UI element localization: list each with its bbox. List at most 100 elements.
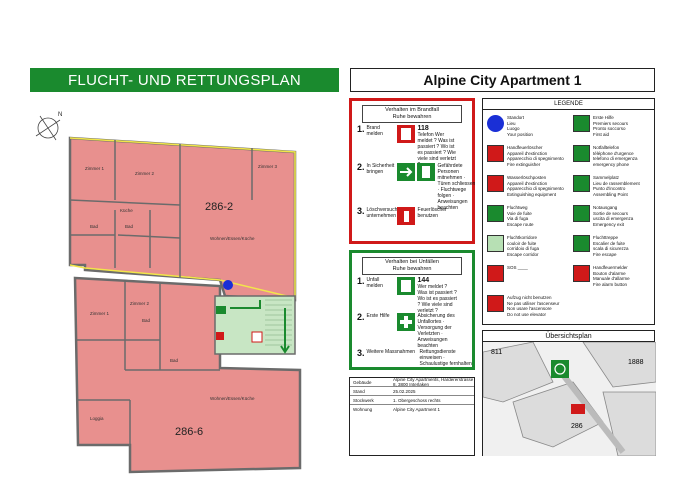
step-details: Rettungsdienste einweisen · Schaulustige… (419, 349, 472, 367)
extinguisher-icon (396, 207, 415, 225)
unit-label-286-2: 286-2 (205, 201, 233, 213)
info-value: 25.02.2025 (393, 388, 416, 394)
legend-item-label: Fluchtkorridore couloir de fuite corrido… (507, 235, 540, 257)
room-label: Zimmer 1 (90, 311, 109, 316)
escape-corridor-icon (487, 235, 504, 252)
room-label: Wohnen/Essen/Küche (210, 236, 255, 241)
legend-item-label: Wasserlöschposten Appareil d'extinction … (507, 175, 564, 197)
first-aid-icon (396, 313, 415, 331)
hose-reel-icon (487, 175, 504, 192)
compass-north-label: N (58, 112, 62, 118)
info-key: Stockwerk (353, 397, 374, 403)
step-text: Brand melden (366, 125, 383, 137)
legend-item: Handfeuerlöscher Appareil d'extinction A… (487, 145, 571, 167)
fire-step-2: 2. In Sicherheit bringen Gefährdete Pers… (357, 163, 476, 212)
fire-escape-icon (573, 235, 590, 252)
room-label: Zimmer 3 (258, 164, 277, 169)
step-text: In Sicherheit bringen (366, 163, 395, 175)
info-value: 1. Obergeschoss rechts (393, 397, 441, 403)
legend-item: Fluchtweg Voie de fuite Via di fuga Esca… (487, 205, 571, 227)
fire-panel-heading: Verhalten im Brandfall Ruhe bewahren (362, 105, 462, 123)
room-label: Zimmer 1 (85, 166, 104, 171)
room-label: Loggia (90, 416, 104, 421)
escape-arrow-icon (230, 300, 261, 309)
legend-title: LEGENDE (483, 99, 654, 110)
accident-panel-heading: Verhalten bei Unfällen Ruhe bewahren (362, 257, 462, 275)
legend-item: Sammelplatz Lieu de rassemblement Punto … (573, 175, 657, 197)
overview-map-drawing: 811 1888 286 (483, 342, 656, 456)
info-row: Stockwerk 1. Obergeschoss rechts (350, 396, 474, 405)
extinguisher-icon (216, 332, 224, 340)
room-label: Bad (90, 224, 99, 229)
info-row: Gebäude Alpine City Apartments, Harderers… (350, 377, 474, 387)
emergency-phone-icon (573, 145, 590, 162)
ambulance-phone-number: 144 (417, 277, 430, 284)
fire-phone-number: 118 (417, 125, 429, 132)
overview-map: Übersichtsplan 811 1888 286 (482, 330, 656, 456)
info-key: Wohnung (353, 407, 373, 412)
fire-step-3: 3. Löschversuch unternehmen Feuerlöscher… (357, 207, 456, 225)
legend-item: Wasserlöschposten Appareil d'extinction … (487, 175, 571, 197)
room-label: Bad (125, 224, 134, 229)
assembly-point-icon (551, 360, 569, 378)
room-label: Bad (170, 358, 179, 363)
step-number: 3. (357, 206, 365, 216)
info-value: Alpine City Apartments, Hardererstrasse … (393, 377, 474, 387)
step-number: 2. (357, 312, 365, 322)
fire-panel-title: Verhalten im Brandfall (385, 107, 439, 113)
no-elevator-icon (251, 331, 263, 343)
legend-item-label: Sammelplatz Lieu de rassemblement Punto … (593, 175, 640, 197)
escape-route-icon (396, 163, 435, 181)
info-value: Alpine City Apartment 1 (393, 407, 441, 412)
legend-item-label: Fluchttreppe Escalier de fuite scala di … (593, 235, 629, 257)
accident-step-1: 1. Unfall melden 144 Wer meldet ? Was is… (357, 277, 458, 315)
step-details: Gefährdete Personen mitnehmen · Türen sc… (437, 163, 476, 211)
legend-item: Fluchtkorridore couloir de fuite corrido… (487, 235, 571, 257)
emergency-exit-icon (216, 306, 226, 314)
step-text: Weitere Massnahmen (366, 349, 416, 355)
info-key: Gebäude (353, 379, 372, 385)
step-number: 3. (357, 348, 365, 358)
legend-item: Aufzug nicht benutzen Ne pas utiliser l'… (487, 295, 571, 317)
apartment-boundary (69, 137, 296, 299)
emergency-phone-icon (396, 277, 415, 295)
first-aid-icon (573, 115, 590, 132)
legend-item: Notausgang Sortie de secours uscita di e… (573, 205, 657, 227)
legend-item-label: Notausgang Sortie de secours uscita di e… (593, 205, 634, 227)
step-text: Erste Hilfe (366, 313, 390, 319)
legend-item: Notfalltelefon téléphone d'urgence telef… (573, 145, 657, 167)
legend-item: Handfeuermelder Bouton d'alarme Manuale … (573, 265, 657, 287)
room-label: Küche (120, 208, 133, 213)
parcel-label: 1888 (628, 359, 644, 366)
parcel-label: 811 (491, 349, 502, 356)
legend-item: SOS ____ (487, 265, 571, 282)
accident-panel-title: Verhalten bei Unfällen (385, 259, 439, 265)
extinguisher-icon (487, 145, 504, 162)
escape-arrow-icon (487, 205, 504, 222)
step-text: Löschversuch unternehmen (366, 207, 398, 219)
legend-item-label: Standort Lieu Luogo Your position (507, 115, 533, 137)
room-label: Zimmer 2 (135, 171, 154, 176)
fire-behavior-panel: Verhalten im Brandfall Ruhe bewahren 1. … (349, 98, 475, 244)
accident-step-1-details: 144 Wer meldet ? Was ist passiert ? Wo i… (418, 277, 458, 314)
step-details: Wer meldet ? Was ist passiert ? Wo ist e… (417, 284, 457, 314)
fire-step-1-details: 118 Telefon Wer meldet ? Was ist passier… (418, 125, 458, 168)
legend-item: Erste Hilfe Premiers secours Pronto socc… (573, 115, 657, 137)
accident-step-2: 2. Erste Hilfe Absicherung des Unfallort… (357, 312, 458, 350)
legend-item-label: Aufzug nicht benutzen Ne pas utiliser l'… (507, 295, 560, 317)
parcel-label: 286 (571, 423, 583, 430)
room-label: Wohnen/Essen/Küche (210, 396, 255, 401)
compass-icon: N (35, 112, 62, 141)
fire-alarm-icon (573, 265, 590, 282)
apartment-title: Alpine City Apartment 1 (350, 68, 655, 92)
legend-item-label: SOS ____ (507, 265, 528, 270)
emergency-phone-icon (396, 125, 415, 143)
legend-item-label: Fluchtweg Voie de fuite Via di fuga Esca… (507, 205, 534, 227)
no-elevator-icon (487, 295, 504, 312)
legend-item-label: Erste Hilfe Premiers secours Pronto socc… (593, 115, 629, 137)
step-details: Absicherung des Unfallortes · Versorgung… (417, 313, 455, 349)
info-row: Wohnung Alpine City Apartment 1 (350, 405, 474, 414)
accident-panel-subtitle: Ruhe bewahren (392, 266, 432, 272)
fire-step-1: 1. Brand melden 118 Telefon Wer meldet ?… (357, 125, 458, 169)
